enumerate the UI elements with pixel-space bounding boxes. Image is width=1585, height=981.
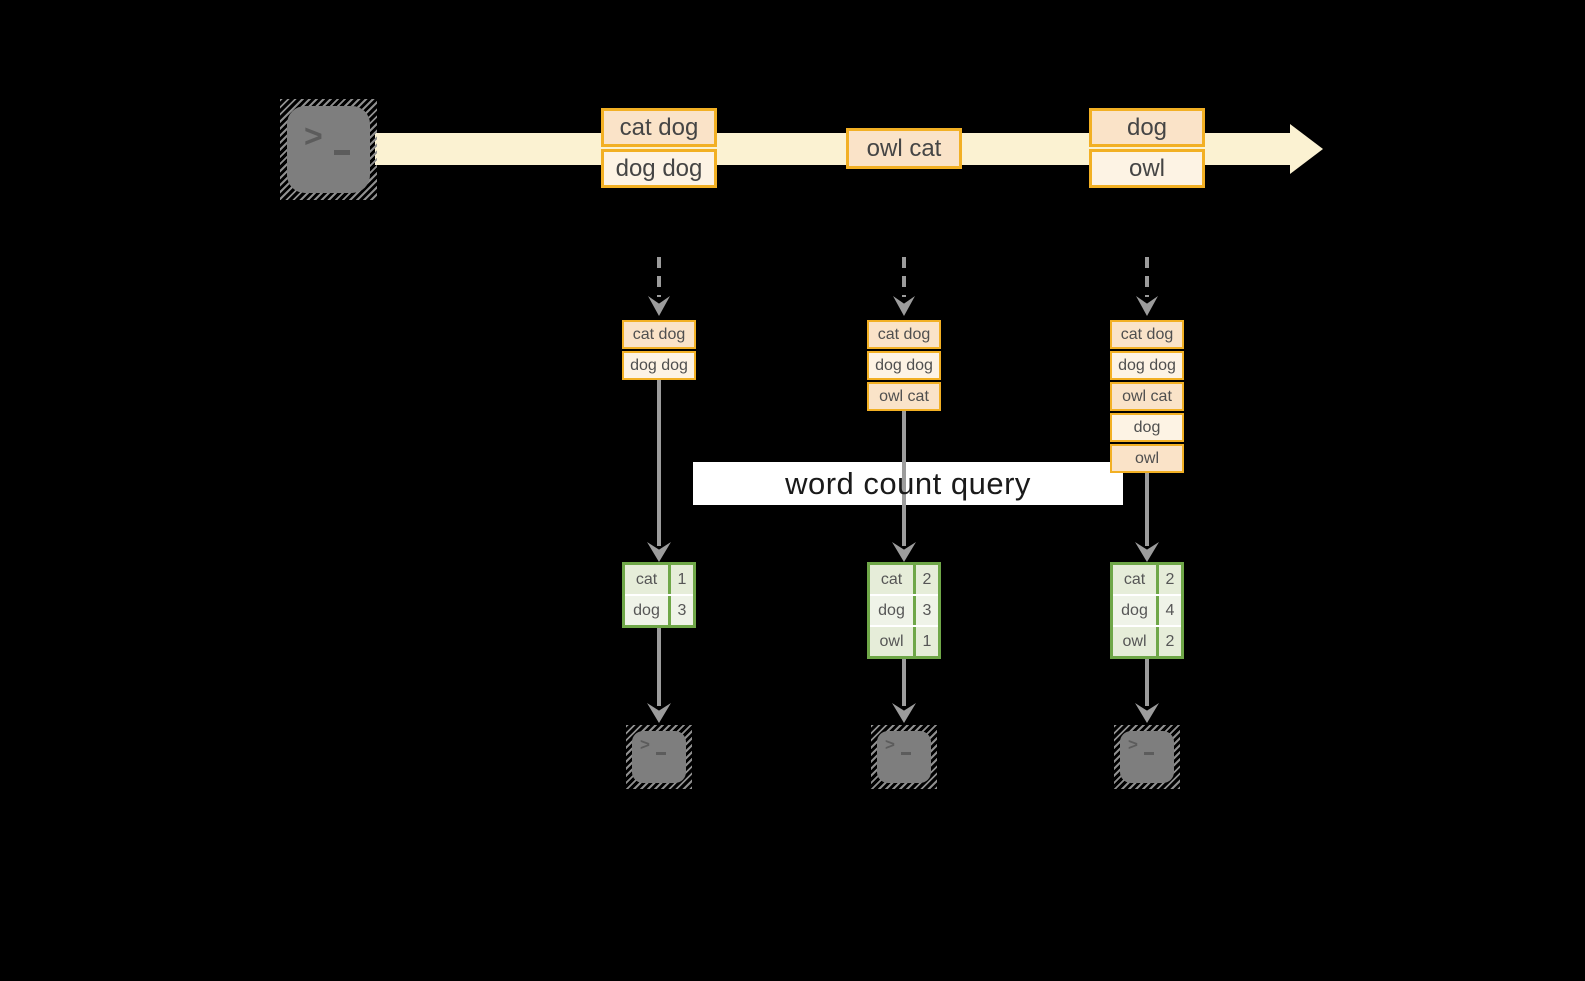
- word-count-table: cat 2 dog 3 owl 1: [867, 562, 941, 659]
- table-row: dog 4: [1113, 596, 1181, 625]
- terminal-window: >: [287, 106, 370, 193]
- count-cell: 1: [668, 565, 693, 594]
- count-cell: 3: [913, 596, 938, 625]
- terminal-window: >: [632, 731, 686, 783]
- micro-batch-stack: cat dog dog dog owl cat: [867, 320, 941, 411]
- table-row: owl 2: [1113, 627, 1181, 656]
- batch-line: cat dog: [867, 320, 941, 349]
- count-cell: 2: [1156, 627, 1181, 656]
- stream-arrow-head: [1290, 124, 1323, 174]
- word-count-table: cat 1 dog 3: [622, 562, 696, 628]
- batch-line: dog dog: [622, 351, 696, 380]
- count-cell: 2: [1156, 565, 1181, 594]
- word-cell: dog: [1113, 596, 1156, 625]
- stream-event-line: owl: [1089, 149, 1205, 188]
- stream-event-line: cat dog: [601, 108, 717, 147]
- word-cell: dog: [870, 596, 913, 625]
- batch-line: owl: [1110, 444, 1184, 473]
- table-row: cat 2: [1113, 565, 1181, 594]
- flow-arrow: [657, 628, 661, 706]
- prompt-chevron-icon: >: [885, 735, 895, 754]
- batch-line: owl cat: [1110, 382, 1184, 411]
- prompt-chevron-icon: >: [1128, 735, 1138, 754]
- batch-line: owl cat: [867, 382, 941, 411]
- word-cell: owl: [870, 627, 913, 656]
- count-cell: 4: [1156, 596, 1181, 625]
- query-label-bg: [693, 462, 1123, 505]
- table-row: dog 3: [625, 596, 693, 625]
- prompt-chevron-icon: >: [640, 735, 650, 754]
- word-cell: cat: [1113, 565, 1156, 594]
- batch-line: dog dog: [867, 351, 941, 380]
- word-cell: cat: [625, 565, 668, 594]
- table-row: owl 1: [870, 627, 938, 656]
- prompt-underscore-icon: [334, 150, 350, 155]
- stream-event-box: dog owl: [1089, 108, 1205, 188]
- micro-batch-stack: cat dog dog dog owl cat dog owl: [1110, 320, 1184, 473]
- terminal-icon: >: [280, 99, 377, 200]
- dashed-arrow-head: [1136, 296, 1158, 316]
- terminal-icon: >: [626, 725, 692, 789]
- count-cell: 2: [913, 565, 938, 594]
- stream-event-box: cat dog dog dog: [601, 108, 717, 188]
- prompt-underscore-icon: [901, 752, 911, 755]
- flow-arrow-head: [1135, 703, 1159, 723]
- count-cell: 3: [668, 596, 693, 625]
- query-label: word count query: [785, 465, 1031, 501]
- prompt-underscore-icon: [1144, 752, 1154, 755]
- dashed-arrow-head: [893, 296, 915, 316]
- flow-arrow: [1145, 659, 1149, 706]
- flow-arrow-head: [647, 703, 671, 723]
- batch-line: cat dog: [1110, 320, 1184, 349]
- batch-line: cat dog: [622, 320, 696, 349]
- batch-line: dog: [1110, 413, 1184, 442]
- terminal-icon: >: [1114, 725, 1180, 789]
- flow-arrow: [902, 659, 906, 706]
- stream-event-line: dog: [1089, 108, 1205, 147]
- dashed-arrow: [657, 257, 661, 297]
- terminal-window: >: [877, 731, 931, 783]
- table-row: cat 1: [625, 565, 693, 594]
- dashed-arrow: [902, 257, 906, 297]
- stream-event-line: dog dog: [601, 149, 717, 188]
- table-row: cat 2: [870, 565, 938, 594]
- count-cell: 1: [913, 627, 938, 656]
- flow-arrow: [657, 380, 661, 546]
- stream-event-line: owl cat: [846, 128, 962, 169]
- flow-arrow-head: [892, 703, 916, 723]
- stream-event-box: owl cat: [846, 128, 962, 169]
- word-cell: cat: [870, 565, 913, 594]
- word-count-table: cat 2 dog 4 owl 2: [1110, 562, 1184, 659]
- dashed-arrow-head: [648, 296, 670, 316]
- flow-arrow: [1145, 473, 1149, 546]
- prompt-underscore-icon: [656, 752, 666, 755]
- word-cell: dog: [625, 596, 668, 625]
- micro-batch-stack: cat dog dog dog: [622, 320, 696, 380]
- dashed-arrow: [1145, 257, 1149, 297]
- word-cell: owl: [1113, 627, 1156, 656]
- terminal-window: >: [1120, 731, 1174, 783]
- table-row: dog 3: [870, 596, 938, 625]
- prompt-chevron-icon: >: [304, 118, 323, 154]
- flow-arrow: [902, 411, 906, 546]
- terminal-icon: >: [871, 725, 937, 789]
- batch-line: dog dog: [1110, 351, 1184, 380]
